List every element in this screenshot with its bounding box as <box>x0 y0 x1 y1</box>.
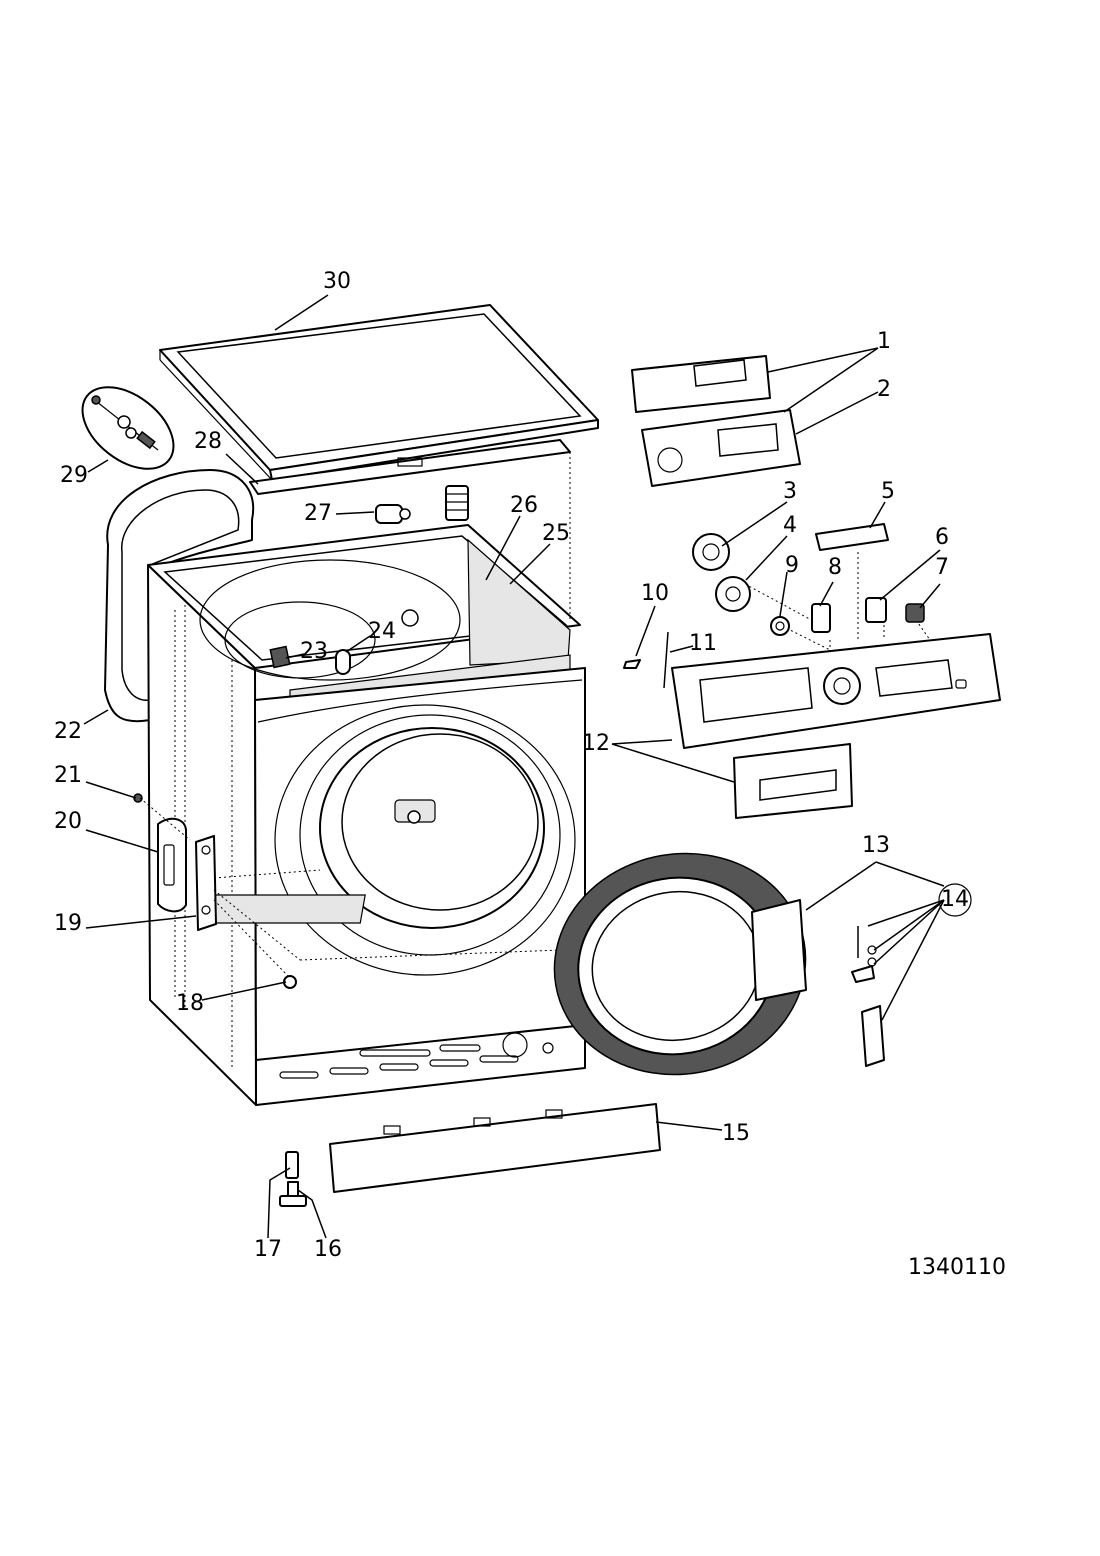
spring-26 <box>445 485 469 521</box>
callout-19: 19 <box>54 911 82 936</box>
selector-4 <box>715 576 751 612</box>
drawer-handle-12 <box>733 743 853 819</box>
callout-5: 5 <box>881 479 895 504</box>
callout-13: 13 <box>862 833 890 858</box>
push-8 <box>811 603 831 633</box>
callout-8: 8 <box>828 555 842 580</box>
callout-labels: 30 1 2 28 29 3 5 26 27 4 25 6 9 8 7 10 2… <box>54 269 1006 1280</box>
callout-20: 20 <box>54 809 82 834</box>
hinge-19 <box>195 835 217 931</box>
foot-spring-17 <box>285 1151 299 1179</box>
hinge-kit-circle <box>81 386 175 470</box>
callout-17: 17 <box>254 1237 282 1262</box>
leader-lines <box>83 294 945 1239</box>
button-7 <box>905 603 925 623</box>
rod-11 <box>663 631 669 689</box>
callout-2: 2 <box>877 377 891 402</box>
door-gasket <box>104 469 255 723</box>
selector-3 <box>692 533 730 571</box>
control-panel-12 <box>671 633 1001 749</box>
top-lid <box>159 304 599 481</box>
callout-28: 28 <box>194 429 222 454</box>
cabinet <box>147 524 586 1106</box>
callout-27: 27 <box>304 501 332 526</box>
callout-3: 3 <box>783 479 797 504</box>
callout-16: 16 <box>314 1237 342 1262</box>
construction-lines <box>139 452 931 979</box>
callout-29: 29 <box>60 463 88 488</box>
document-number: 1340110 <box>908 1255 1006 1280</box>
knob-9 <box>770 616 790 636</box>
callout-11: 11 <box>689 631 717 656</box>
callout-15: 15 <box>722 1121 750 1146</box>
callout-1: 1 <box>877 329 891 354</box>
callout-25: 25 <box>542 521 570 546</box>
callout-18: 18 <box>176 991 204 1016</box>
callout-12: 12 <box>582 731 610 756</box>
push-6 <box>865 597 887 623</box>
callout-23: 23 <box>300 639 328 664</box>
board-2 <box>641 409 801 487</box>
callout-30: 30 <box>323 269 351 294</box>
callout-14-circle <box>938 883 972 917</box>
plinth-slots <box>279 1032 554 1079</box>
callout-4: 4 <box>783 513 797 538</box>
callout-14: 14 <box>941 887 969 912</box>
callout-24: 24 <box>368 619 396 644</box>
callout-9: 9 <box>785 553 799 578</box>
handle-20 <box>157 817 187 913</box>
latch-23 <box>269 645 291 669</box>
clamp-27 <box>375 504 411 524</box>
lever-10 <box>623 659 641 669</box>
button-strip-5 <box>815 523 889 551</box>
callout-10: 10 <box>641 581 669 606</box>
board-1 <box>631 355 771 413</box>
callout-22: 22 <box>54 719 82 744</box>
callout-21: 21 <box>54 763 82 788</box>
callout-26: 26 <box>510 493 538 518</box>
bumper-24 <box>335 649 351 675</box>
plinth-15 <box>329 1103 661 1193</box>
door-13 <box>553 852 807 1076</box>
callout-7: 7 <box>935 555 949 580</box>
foot-16 <box>279 1181 307 1207</box>
callout-6: 6 <box>935 525 949 550</box>
